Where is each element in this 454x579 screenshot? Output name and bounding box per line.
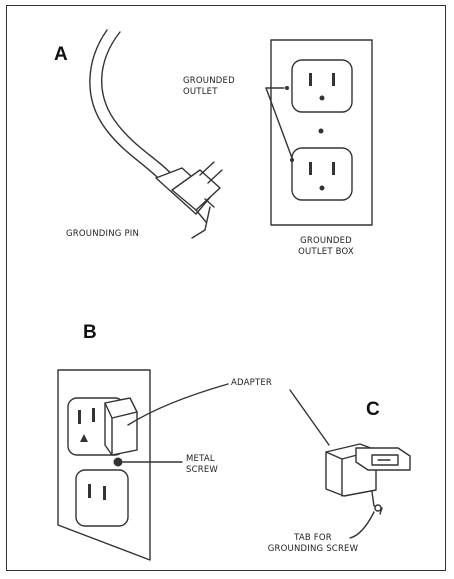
grounded-outlet-label-line1: GROUNDED xyxy=(183,76,235,87)
adapter-detail-leader xyxy=(290,390,329,445)
grounded-outlet-box-label-line1: GROUNDED xyxy=(286,236,366,247)
grounding-pin xyxy=(205,199,214,207)
metal-screw xyxy=(114,458,123,467)
adapter-on-outlet xyxy=(105,398,137,455)
metal-screw-label-line2: SCREW xyxy=(186,465,218,476)
metal-screw-label: METAL SCREW xyxy=(186,454,218,476)
grounded-outlet-box-label-line2: OUTLET BOX xyxy=(286,247,366,258)
tab-label-line1: TAB FOR xyxy=(258,533,368,544)
tab-label-line2: GROUNDING SCREW xyxy=(258,544,368,555)
grounded-outlet-label: GROUNDED OUTLET xyxy=(183,76,235,98)
tab-for-grounding-screw-label: TAB FOR GROUNDING SCREW xyxy=(258,533,368,555)
grounded-outlet-label-line2: OUTLET xyxy=(183,87,235,98)
panel-letter-a: A xyxy=(54,44,68,66)
three-prong-plug xyxy=(90,30,222,222)
grounding-pin-label: GROUNDING PIN xyxy=(66,229,139,240)
grounded-outlet-box-label: GROUNDED OUTLET BOX xyxy=(286,236,366,258)
panel-letter-c: C xyxy=(366,399,380,421)
adapter xyxy=(326,444,410,514)
adapter-label: ADAPTER xyxy=(231,378,272,389)
metal-screw-label-line1: METAL xyxy=(186,454,218,465)
wall-plate xyxy=(58,370,150,560)
grounded-outlet-box xyxy=(271,40,372,225)
panel-letter-b: B xyxy=(83,322,97,344)
grounding-tab xyxy=(375,505,381,511)
